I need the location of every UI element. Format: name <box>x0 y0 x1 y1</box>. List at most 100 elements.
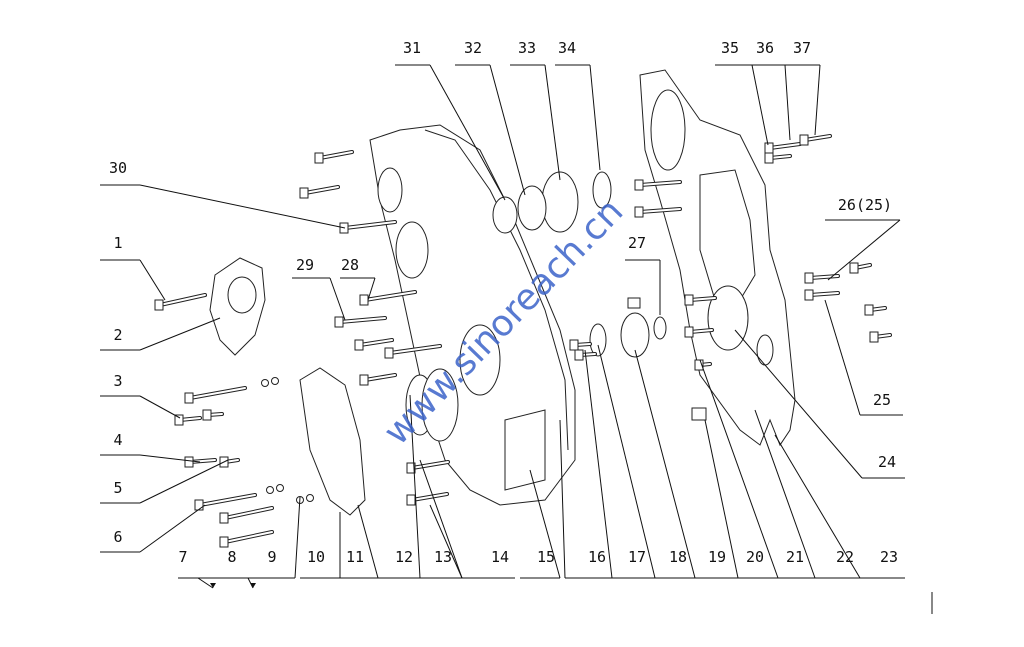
washer <box>276 484 284 492</box>
callout-35: 35 <box>721 39 739 57</box>
bolt-highlight <box>769 143 801 149</box>
leader-line <box>544 64 561 181</box>
leader-line <box>139 317 221 351</box>
bolt-head <box>359 374 369 386</box>
callout-33: 33 <box>518 39 536 57</box>
arrowhead <box>210 583 216 588</box>
bolt-highlight <box>809 275 839 279</box>
bolt-head <box>569 339 579 351</box>
leader-line <box>597 344 656 579</box>
shaft-plate <box>589 323 607 357</box>
callout-2: 2 <box>113 326 122 344</box>
leader-line <box>784 64 791 141</box>
callout-23: 23 <box>880 548 898 566</box>
bolt-highlight <box>344 221 396 229</box>
dowel-pin <box>691 407 707 421</box>
leader-line <box>529 469 561 579</box>
leader-line <box>367 277 376 301</box>
bolt-head <box>314 152 324 164</box>
bolt-head <box>219 512 229 524</box>
callout-29: 29 <box>296 256 314 274</box>
bolt-highlight <box>689 329 713 333</box>
callout-1: 1 <box>113 234 122 252</box>
leader-line <box>294 496 301 579</box>
bolt-highlight <box>304 186 339 194</box>
leader-line <box>699 359 779 579</box>
leader-line <box>824 299 861 416</box>
washer <box>261 379 269 387</box>
leader-line <box>704 419 739 579</box>
leader-line <box>139 454 201 463</box>
bolt-highlight <box>364 374 396 381</box>
callout-7: 7 <box>178 548 187 566</box>
callout-20: 20 <box>746 548 764 566</box>
bolt-head <box>154 299 164 311</box>
callout-31: 31 <box>403 39 421 57</box>
leader-line <box>139 259 166 301</box>
gear-hub <box>517 185 547 231</box>
leader-line <box>419 459 463 579</box>
bolt-highlight <box>689 297 716 301</box>
callout-21: 21 <box>786 548 804 566</box>
callout-26-25: 26(25) <box>838 196 892 214</box>
bolt-highlight <box>189 387 246 399</box>
bushing <box>492 196 518 234</box>
bolt-head <box>634 179 644 191</box>
callout-5: 5 <box>113 479 122 497</box>
bolt-highlight <box>364 291 416 301</box>
bolt-head <box>406 462 416 474</box>
bolt-head <box>804 272 814 284</box>
bolt-head <box>359 294 369 306</box>
bolt-highlight <box>199 494 256 506</box>
drive-gear <box>707 285 749 351</box>
callout-22: 22 <box>836 548 854 566</box>
bolt-head <box>764 152 774 164</box>
leader-line <box>751 64 769 146</box>
plate-opening <box>699 169 756 301</box>
idler-shaft <box>620 312 650 358</box>
bolt-highlight <box>809 292 839 296</box>
bolt-highlight <box>159 294 206 306</box>
bolt-head <box>299 187 309 199</box>
leader-line <box>197 577 214 589</box>
timing-gear-case <box>369 124 576 506</box>
bolt-highlight <box>639 181 681 186</box>
bolt-head <box>174 414 184 426</box>
case-bore <box>377 167 403 213</box>
bolt-head <box>869 331 879 343</box>
leader-line <box>357 504 379 579</box>
bolt-head <box>804 289 814 301</box>
bolt-head <box>864 304 874 316</box>
leader-line <box>139 184 346 229</box>
callout-24: 24 <box>878 453 896 471</box>
bolt-head <box>764 142 774 154</box>
callout-10: 10 <box>307 548 325 566</box>
bolt-head <box>849 262 859 274</box>
bolt-highlight <box>804 135 831 141</box>
leader-line <box>584 349 613 579</box>
callout-11: 11 <box>346 548 364 566</box>
leader-line <box>589 64 601 171</box>
bolt-highlight <box>224 531 273 543</box>
callout-32: 32 <box>464 39 482 57</box>
bolt-highlight <box>224 507 273 519</box>
bolt-highlight <box>411 493 448 501</box>
callout-3: 3 <box>113 372 122 390</box>
bolt-head <box>354 339 364 351</box>
plate-opening <box>650 89 686 171</box>
case-bore <box>395 221 429 279</box>
bolt-head <box>202 409 212 421</box>
callout-36: 36 <box>756 39 774 57</box>
gear-housing-plate <box>639 69 796 447</box>
bolt-head <box>219 536 229 548</box>
bolt-highlight <box>411 461 449 469</box>
leader-line <box>827 219 901 281</box>
callout-6: 6 <box>113 528 122 546</box>
callout-34: 34 <box>558 39 576 57</box>
leader-line <box>139 459 229 504</box>
callout-25: 25 <box>873 391 891 409</box>
bolt-head <box>684 294 694 306</box>
callout-27: 27 <box>628 234 646 252</box>
bolt-head <box>334 316 344 328</box>
